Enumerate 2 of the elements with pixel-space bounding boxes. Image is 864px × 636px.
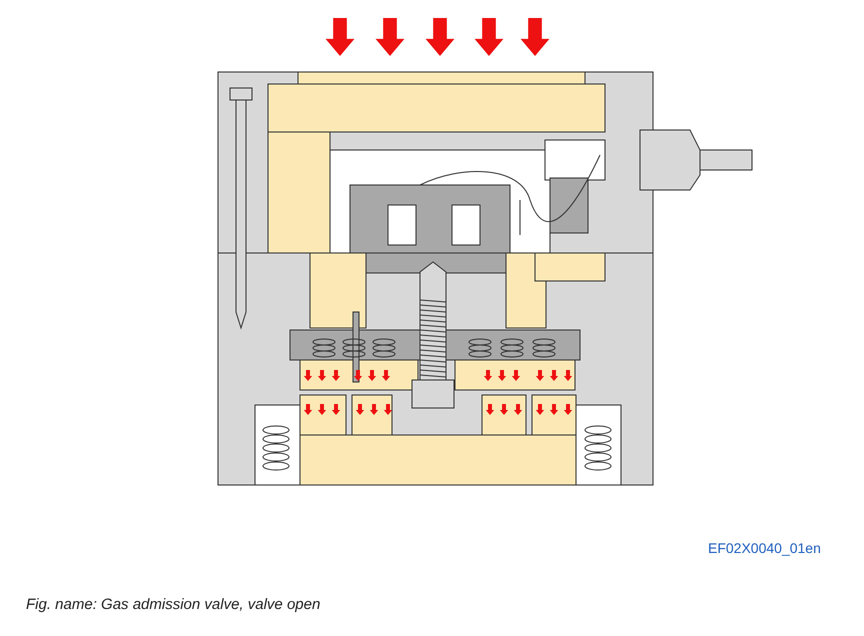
drawing-number: EF02X0040_01en [708,540,821,556]
figure-caption: Fig. name: Gas admission valve, valve open [26,596,320,613]
